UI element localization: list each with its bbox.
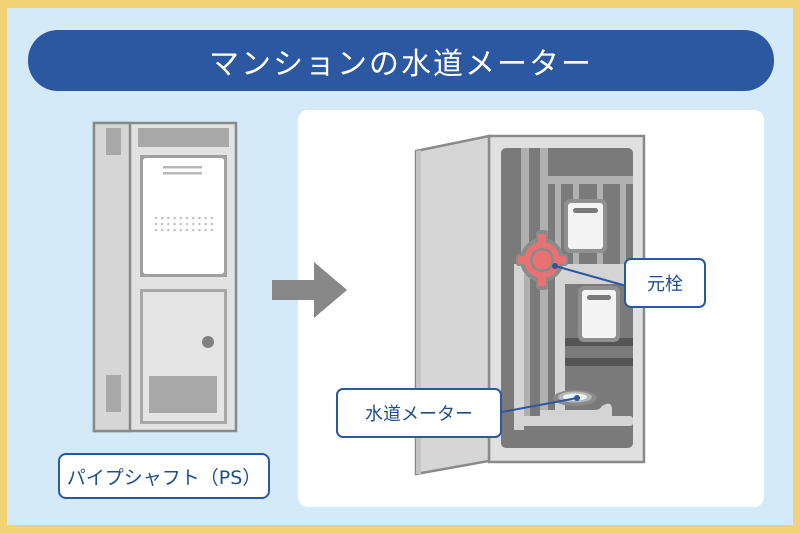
vent-dot <box>154 216 158 220</box>
vent-dot <box>173 216 176 220</box>
vent-dot <box>204 228 207 232</box>
vent-dot <box>179 216 183 220</box>
vent-dot <box>167 216 170 220</box>
meter-leader-line <box>501 397 578 413</box>
main-valve-callout: 元栓 <box>624 258 706 308</box>
vent-dot <box>173 228 176 232</box>
vent-dot <box>173 222 176 226</box>
vent-dot <box>160 222 164 226</box>
vent-dot <box>167 228 170 232</box>
vent-dot <box>210 216 214 220</box>
vent-dot <box>198 222 201 226</box>
vent-dot <box>198 216 201 220</box>
water-meter-callout: 水道メーター <box>336 388 502 438</box>
closed-cabinet <box>92 121 238 433</box>
vent-dots <box>154 216 214 232</box>
vent-dot <box>204 216 207 220</box>
vent-dot <box>154 228 158 232</box>
vent-dot <box>191 216 195 220</box>
vent-dot <box>160 228 164 232</box>
meter-window <box>143 158 224 274</box>
valve-leader-line <box>554 265 631 288</box>
vent-dot <box>154 222 158 226</box>
vent-dot <box>185 228 189 232</box>
title-banner: マンションの水道メーター <box>28 30 774 91</box>
vent-dot <box>160 216 164 220</box>
vent-dot <box>185 222 189 226</box>
vent-panel <box>149 376 217 413</box>
vent-dot <box>179 228 183 232</box>
vent-dot <box>210 228 214 232</box>
vent-dot <box>185 216 189 220</box>
door-knob <box>202 336 214 348</box>
vent-dot <box>204 222 207 226</box>
pipe-shaft-label: パイプシャフト（PS） <box>58 453 270 499</box>
meter-leader-dot <box>574 395 580 401</box>
vent-dot <box>191 222 195 226</box>
vent-dot <box>198 228 201 232</box>
vent-dot <box>167 222 170 226</box>
valve-leader-dot <box>552 263 558 269</box>
arrow-right-icon <box>272 262 347 318</box>
vent-dot <box>210 222 214 226</box>
vent-dot <box>191 228 195 232</box>
main-valve-icon <box>516 230 568 290</box>
page-title: マンションの水道メーター <box>209 46 593 82</box>
vent-dot <box>179 222 183 226</box>
